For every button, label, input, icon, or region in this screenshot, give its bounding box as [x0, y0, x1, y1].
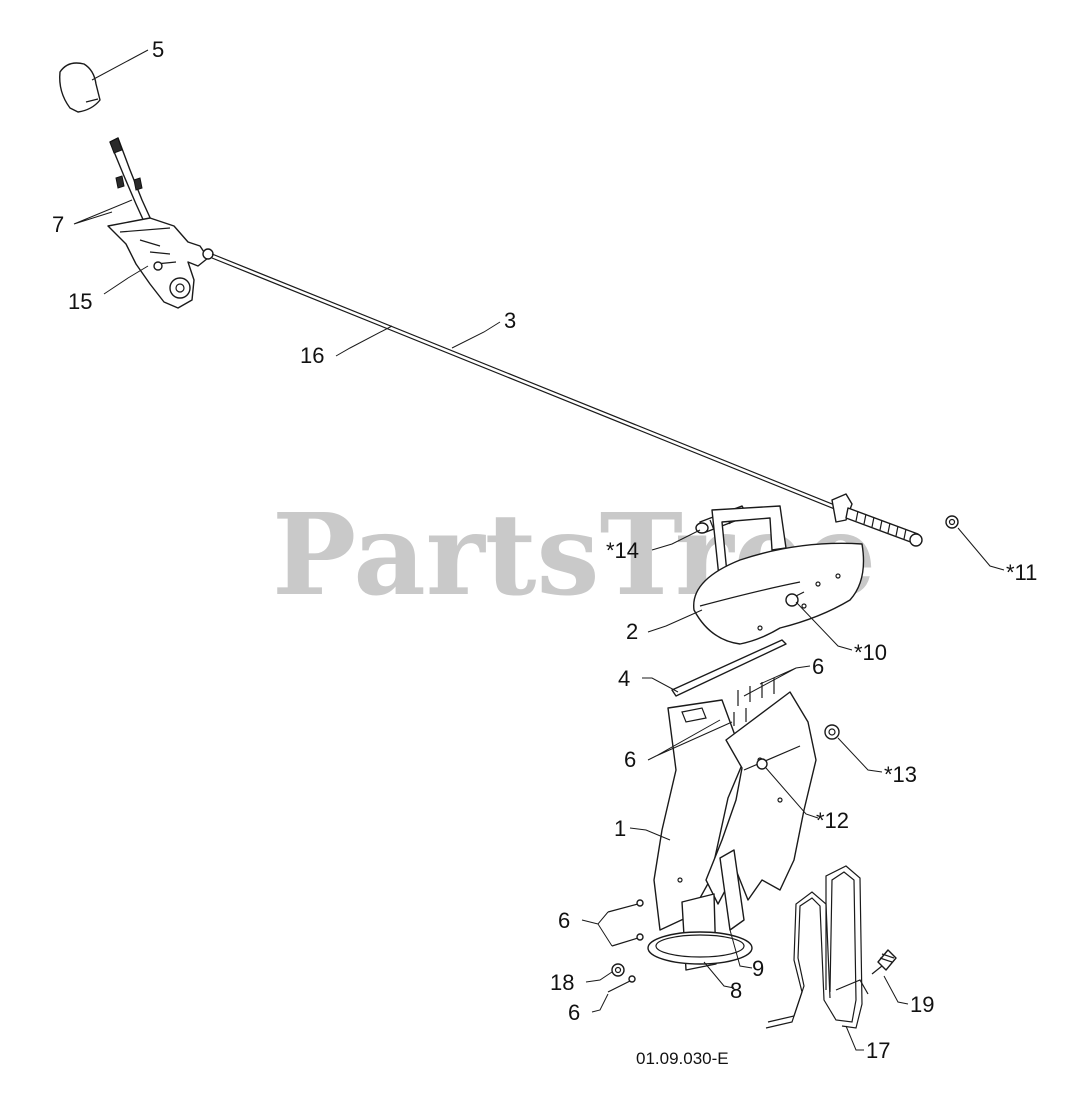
callout-11: *11: [1006, 560, 1037, 585]
callout-19: 19: [910, 992, 934, 1017]
part-19-spring-pin: [871, 949, 897, 975]
callout-6-upper-right: 6: [812, 654, 824, 679]
diagram-code: 01.09.030-E: [636, 1049, 729, 1068]
callout-labels: 5 7 15 16 3 *14 *11 2 *10 4 6 6 *13 *12 …: [52, 37, 1037, 1063]
callout-14: *14: [606, 538, 639, 563]
part-12-bolt: [756, 758, 768, 770]
part-17-rod-bracket: [765, 865, 869, 1029]
callout-12: *12: [816, 808, 849, 833]
callout-8: 8: [730, 978, 742, 1003]
part-11-nut: [945, 515, 959, 529]
callout-18: 18: [550, 970, 574, 995]
part-6-lower-bolts: [607, 899, 644, 947]
callout-2: 2: [626, 619, 638, 644]
part-5-knob: [59, 62, 101, 113]
part-2-deflector: [693, 505, 865, 645]
callout-6-upper-left: 6: [624, 747, 636, 772]
callout-1: 1: [614, 816, 626, 841]
part-18-washer: [611, 963, 625, 977]
part-6-bolt-bottom: [607, 975, 636, 993]
part-4-strip: [671, 639, 787, 697]
callout-16: 16: [300, 343, 324, 368]
callout-13: *13: [884, 762, 917, 787]
callout-6-bottom: 6: [568, 1000, 580, 1025]
callout-4: 4: [618, 666, 630, 691]
callout-15: 15: [68, 289, 92, 314]
callout-3: 3: [504, 308, 516, 333]
part-13-washer: [824, 724, 840, 740]
part-15-lever-bracket: [107, 137, 214, 309]
part-3-16-rod: [211, 253, 853, 517]
callout-9: 9: [752, 956, 764, 981]
part-1-chute: [647, 691, 817, 971]
leader-lines: [73, 49, 1005, 1051]
callout-17: 17: [866, 1038, 890, 1063]
callout-7: 7: [52, 212, 64, 237]
callout-10: *10: [854, 640, 887, 665]
callout-6-lower: 6: [558, 908, 570, 933]
callout-5: 5: [152, 37, 164, 62]
part-10-bolt: [785, 591, 805, 607]
threaded-rod-end: [831, 493, 923, 547]
